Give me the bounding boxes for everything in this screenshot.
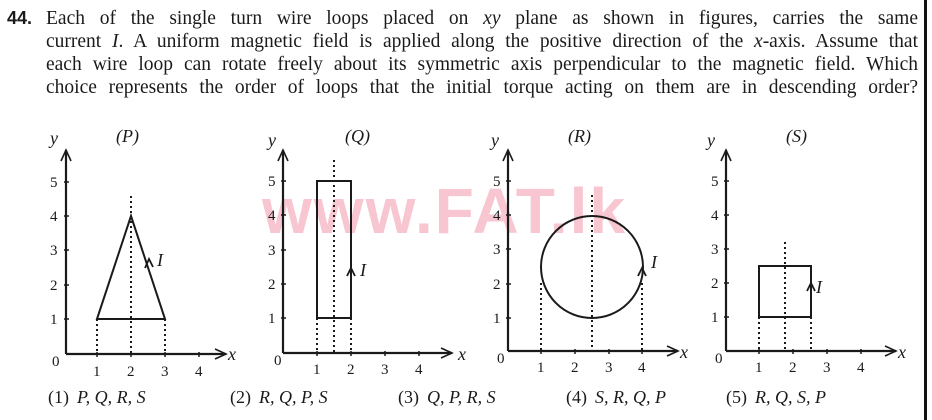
guide-lines — [316, 160, 352, 353]
figure-r — [502, 148, 680, 357]
current-label: I — [650, 252, 658, 272]
svg-text:3: 3 — [605, 360, 613, 376]
figure-q-label: (Q) — [345, 126, 370, 147]
x-axis-label: x — [457, 344, 466, 364]
svg-text:1: 1 — [50, 312, 58, 328]
watermark: www.FAT.lk — [261, 175, 627, 247]
right-border-rule — [924, 0, 927, 420]
svg-text:2: 2 — [347, 362, 355, 378]
svg-text:1: 1 — [537, 360, 545, 376]
svg-text:3: 3 — [493, 242, 501, 258]
svg-text:3: 3 — [161, 364, 169, 380]
svg-text:1: 1 — [755, 360, 763, 376]
figure-q-tick-labels: 0 1 2 3 4 1 2 3 4 5 — [268, 174, 423, 378]
guide-lines — [540, 195, 643, 351]
figure-s — [720, 148, 898, 357]
answer-options: (1)P, Q, R, S (2)R, Q, P, S (3)Q, P, R, … — [0, 387, 932, 417]
current-label: I — [815, 277, 823, 297]
y-axis-label: y — [48, 128, 58, 148]
svg-text:4: 4 — [711, 208, 719, 224]
option-4[interactable]: (4)S, R, Q, P — [566, 387, 666, 407]
svg-text:4: 4 — [857, 360, 865, 376]
y-axis-label: y — [705, 130, 715, 150]
x-axis-label: x — [227, 344, 236, 364]
svg-text:3: 3 — [268, 243, 276, 259]
question-line-3: each wire loop can rotate freely about i… — [46, 54, 918, 75]
figure-p-tick-labels: 0 1 2 3 4 1 2 3 4 5 — [50, 175, 203, 380]
figure-q — [277, 148, 454, 359]
square-loop — [758, 265, 812, 318]
guide-lines — [96, 196, 166, 354]
svg-text:2: 2 — [571, 360, 579, 376]
svg-text:2: 2 — [127, 364, 135, 380]
y-ticks — [506, 180, 511, 319]
svg-text:2: 2 — [789, 360, 797, 376]
question-line-1: Each of the single turn wire loops place… — [46, 8, 918, 29]
current-label: I — [156, 250, 164, 270]
svg-text:4: 4 — [638, 360, 646, 376]
figure-s-label: (S) — [786, 126, 807, 147]
svg-text:3: 3 — [823, 360, 831, 376]
svg-text:4: 4 — [50, 209, 58, 225]
option-5[interactable]: (5)R, Q, S, P — [726, 387, 826, 407]
y-ticks — [64, 181, 69, 320]
svg-text:1: 1 — [93, 364, 101, 380]
svg-text:1: 1 — [711, 310, 719, 326]
triangle-loop — [95, 212, 167, 320]
x-ticks — [758, 349, 862, 354]
y-axis-label: y — [489, 130, 499, 150]
x-axis-label: x — [679, 342, 688, 362]
svg-text:5: 5 — [493, 174, 501, 190]
svg-text:0: 0 — [274, 353, 282, 369]
current-arrow-icon — [806, 280, 816, 292]
svg-text:5: 5 — [711, 174, 719, 190]
svg-text:0: 0 — [715, 351, 723, 367]
svg-text:2: 2 — [50, 278, 58, 294]
svg-text:1: 1 — [268, 311, 276, 327]
x-ticks — [316, 351, 420, 356]
svg-text:1: 1 — [493, 311, 501, 327]
svg-text:4: 4 — [415, 362, 423, 378]
svg-text:0: 0 — [497, 351, 505, 367]
x-axis-label: x — [897, 342, 906, 362]
svg-text:5: 5 — [268, 174, 276, 190]
option-3[interactable]: (3)Q, P, R, S — [398, 387, 496, 407]
figure-p — [60, 148, 228, 360]
figure-r-label: (R) — [568, 126, 591, 147]
current-arrow-icon — [637, 265, 647, 277]
y-axis-label: y — [266, 130, 276, 150]
svg-text:4: 4 — [493, 208, 501, 224]
svg-text:1: 1 — [313, 362, 321, 378]
current-label: I — [359, 260, 367, 280]
svg-text:3: 3 — [381, 362, 389, 378]
figure-s-tick-labels: 0 1 2 3 4 1 2 3 4 5 — [711, 174, 865, 376]
question-number: 44. — [7, 8, 33, 28]
svg-text:4: 4 — [195, 364, 203, 380]
svg-text:2: 2 — [711, 276, 719, 292]
current-arrow-icon — [346, 265, 356, 277]
circular-loop — [540, 215, 644, 319]
svg-text:4: 4 — [268, 208, 276, 224]
question-line-4: choice represents the order of loops tha… — [46, 77, 918, 98]
guide-lines — [758, 242, 812, 351]
option-1[interactable]: (1)P, Q, R, S — [48, 387, 146, 407]
figure-p-label: (P) — [116, 126, 139, 147]
svg-text:3: 3 — [50, 243, 58, 259]
svg-text:2: 2 — [493, 277, 501, 293]
option-2[interactable]: (2)R, Q, P, S — [230, 387, 328, 407]
question-text: Each of the single turn wire loops place… — [46, 7, 918, 99]
y-ticks — [724, 180, 729, 318]
svg-text:2: 2 — [268, 277, 276, 293]
svg-text:3: 3 — [711, 242, 719, 258]
figure-r-tick-labels: 0 1 2 3 4 1 2 3 4 5 — [493, 174, 646, 376]
rectangle-loop — [316, 180, 352, 319]
y-ticks — [281, 180, 286, 319]
question-line-2: current I. A uniform magnetic field is a… — [46, 31, 919, 52]
current-arrow-icon — [144, 256, 154, 269]
svg-text:0: 0 — [52, 354, 60, 370]
svg-text:5: 5 — [50, 175, 58, 191]
